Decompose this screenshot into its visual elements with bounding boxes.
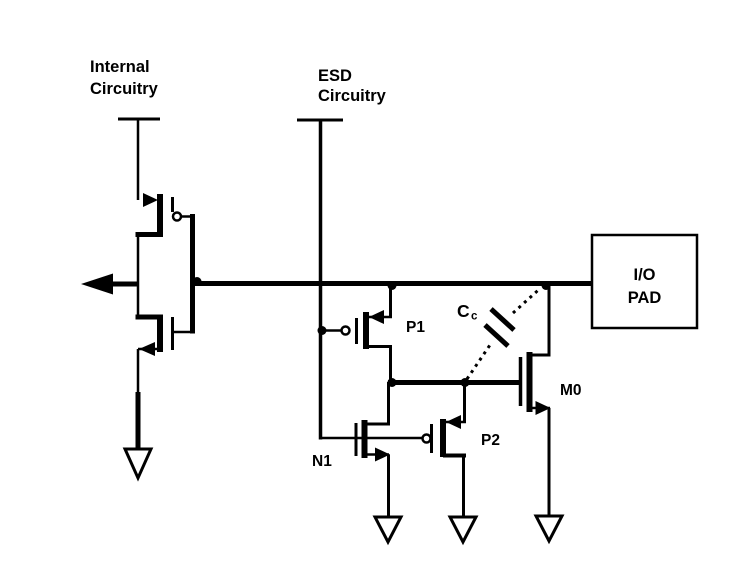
- internal-ground-symbol: [122, 447, 154, 482]
- internal-circuitry-block: Internal Circuitry: [90, 58, 195, 482]
- n1-transistor: N1: [312, 382, 422, 518]
- m0-source-arrow: [535, 401, 551, 415]
- internal-circuitry-label-line2: Circuitry: [90, 80, 159, 98]
- p2-transistor: P2: [421, 382, 500, 518]
- internal-nmos-transistor: [135, 314, 191, 356]
- capacitor-dotted-lead-upper: [511, 287, 542, 315]
- internal-pmos-gate-bubble: [171, 211, 183, 222]
- capacitor-plate-upper: [489, 307, 516, 332]
- capacitor-dotted-lead-lower: [465, 341, 494, 380]
- esd-circuitry-block: ESD Circuitry P1: [297, 67, 582, 546]
- internal-nmos-source-arrow: [139, 342, 155, 356]
- io-pad: I/O PAD: [590, 233, 699, 330]
- capacitor-label-subscript: c: [471, 311, 478, 323]
- bus-junction-dot-inverter: [192, 277, 202, 286]
- io-pad-box: [590, 233, 699, 330]
- n1-ground-symbol: [372, 515, 404, 546]
- n1-source-arrow: [375, 447, 390, 462]
- internal-pmos-source-arrow: [143, 193, 158, 207]
- capacitor-label-main: C: [457, 301, 470, 321]
- m0-transistor: M0: [518, 283, 582, 517]
- esd-circuitry-label-line2: Circuitry: [318, 87, 387, 105]
- coupling-capacitor: C c: [457, 287, 542, 380]
- p1-gate-bubble: [340, 325, 351, 336]
- m0-ground-symbol: [533, 514, 565, 545]
- p2-label: P2: [481, 432, 500, 449]
- p1-transistor: P1: [322, 283, 425, 384]
- internal-circuitry-label-line1: Internal: [90, 58, 150, 76]
- p2-ground-symbol: [447, 515, 479, 546]
- p2-source-arrow: [446, 415, 461, 429]
- p1-label: P1: [406, 319, 425, 336]
- pad-bus: [81, 273, 592, 295]
- p1-source-arrow: [369, 310, 384, 324]
- p2-gate-bubble: [421, 433, 432, 444]
- internal-pmos-transistor: [135, 193, 192, 237]
- esd-circuitry-label-line1: ESD: [318, 67, 352, 85]
- bus-left-arrowhead: [81, 273, 113, 295]
- n1-label: N1: [312, 453, 332, 470]
- io-pad-label-line1: I/O: [633, 266, 655, 284]
- m0-label: M0: [560, 382, 582, 399]
- io-pad-label-line2: PAD: [628, 289, 662, 307]
- capacitor-plate-lower: [483, 323, 510, 348]
